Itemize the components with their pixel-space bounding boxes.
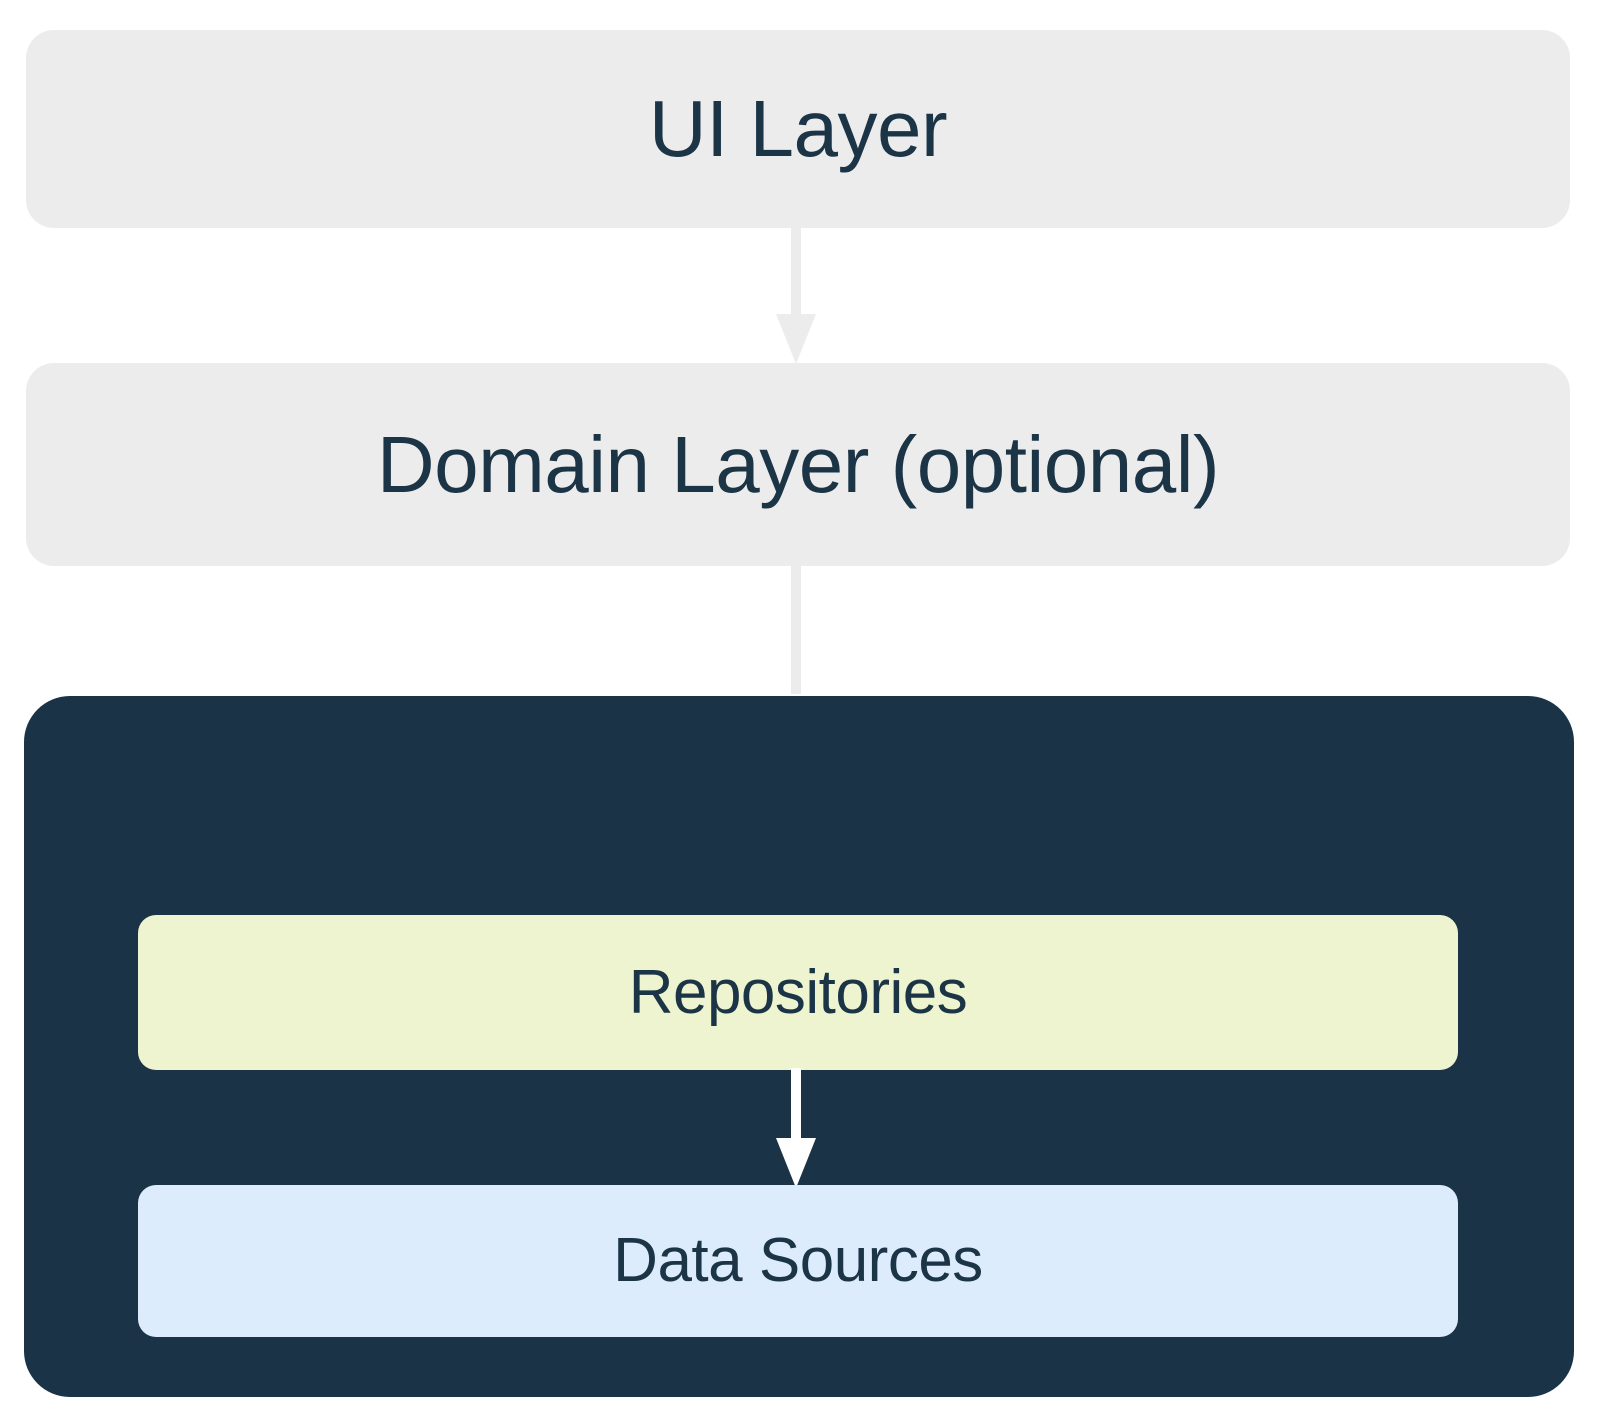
arrow-ui-to-domain-icon [770,226,822,366]
ui-layer-box: UI Layer [26,30,1570,228]
domain-layer-box: Domain Layer (optional) [26,363,1570,566]
repositories-box: Repositories [138,915,1458,1070]
domain-layer-label: Domain Layer (optional) [376,419,1220,509]
ui-layer-label: UI Layer [648,84,948,173]
repositories-label: Repositories [628,957,968,1027]
data-sources-label: Data Sources [613,1226,983,1295]
data-sources-box: Data Sources [138,1185,1458,1337]
